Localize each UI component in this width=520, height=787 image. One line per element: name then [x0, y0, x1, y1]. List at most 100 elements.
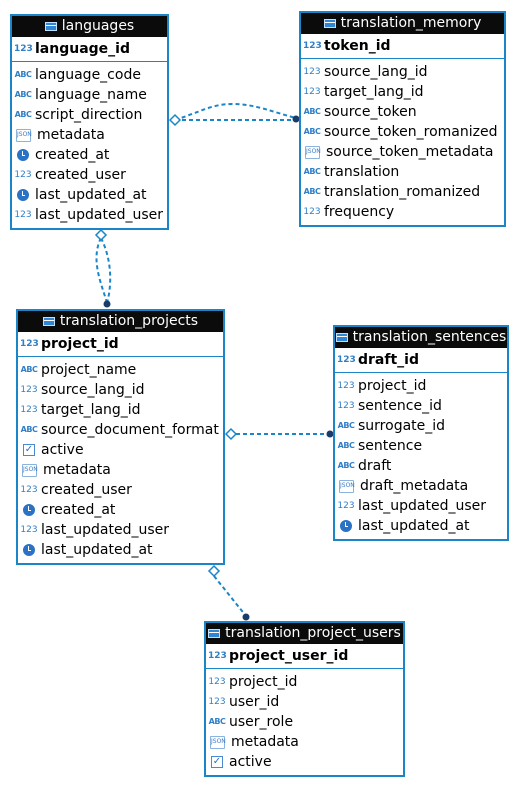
- primary-key-row[interactable]: 123 language_id: [12, 37, 167, 62]
- text-type-icon: ABC: [20, 365, 38, 374]
- column-row[interactable]: last_updated_at: [12, 185, 167, 205]
- column-label: metadata: [37, 127, 105, 143]
- number-type-icon: 123: [208, 697, 226, 707]
- number-type-icon: 123: [303, 67, 321, 77]
- column-label: surrogate_id: [358, 418, 446, 434]
- table-translation-project-users[interactable]: translation_project_users 123 project_us…: [204, 621, 405, 777]
- number-type-icon: 123: [20, 485, 38, 495]
- number-type-icon: 123: [208, 677, 226, 687]
- number-key-icon: 123: [14, 44, 33, 54]
- column-row[interactable]: last_updated_at: [18, 540, 223, 560]
- relation-endpoint-icon: [103, 300, 111, 308]
- table-title: translation_sentences: [352, 329, 507, 345]
- column-label: created_at: [35, 147, 110, 163]
- relation-languages-translation-memory: [174, 102, 297, 121]
- column-label: target_lang_id: [41, 402, 141, 418]
- column-label: frequency: [324, 204, 395, 220]
- primary-key-row[interactable]: 123 project_user_id: [206, 644, 403, 669]
- relation-diamond-icon: [224, 427, 238, 441]
- column-row[interactable]: created_at: [12, 145, 167, 165]
- column-row[interactable]: ✓ active: [206, 752, 403, 772]
- table-header[interactable]: translation_memory: [301, 13, 504, 34]
- primary-key-row[interactable]: 123 draft_id: [335, 348, 507, 373]
- column-label: created_user: [41, 482, 132, 498]
- column-label: active: [41, 442, 84, 458]
- table-header[interactable]: translation_sentences: [335, 327, 507, 348]
- table-icon: [208, 629, 221, 638]
- table-title: translation_memory: [340, 15, 482, 31]
- column-label: last_updated_user: [358, 498, 487, 514]
- number-type-icon: 123: [20, 385, 38, 395]
- relation-languages-translation-projects: [95, 237, 108, 304]
- column-label: metadata: [231, 734, 299, 750]
- checkbox-icon: ✓: [211, 756, 223, 768]
- column-label: last_updated_at: [358, 518, 470, 534]
- text-type-icon: ABC: [303, 107, 321, 116]
- table-header[interactable]: translation_projects: [18, 311, 223, 332]
- column-label: project_name: [41, 362, 137, 378]
- table-header[interactable]: languages: [12, 16, 167, 37]
- text-type-icon: ABC: [208, 717, 226, 726]
- primary-key-row[interactable]: 123 token_id: [301, 34, 504, 59]
- column-label: project_id: [229, 674, 298, 690]
- column-label: script_direction: [35, 107, 143, 123]
- column-label: source_token: [324, 104, 417, 120]
- column-label: created_user: [35, 167, 126, 183]
- column-label: language_id: [35, 41, 130, 57]
- text-type-icon: ABC: [303, 167, 321, 176]
- primary-key-row[interactable]: 123 project_id: [18, 332, 223, 357]
- column-row[interactable]: last_updated_at: [335, 516, 507, 536]
- column-label: active: [229, 754, 272, 770]
- number-type-icon: 123: [303, 87, 321, 97]
- column-label: last_updated_user: [35, 207, 164, 223]
- text-type-icon: ABC: [14, 70, 32, 79]
- table-header[interactable]: translation_project_users: [206, 623, 403, 644]
- column-row[interactable]: created_at: [18, 500, 223, 520]
- column-label: sentence: [358, 438, 423, 454]
- column-label: token_id: [324, 38, 391, 54]
- checkbox-icon: ✓: [23, 444, 35, 456]
- table-title: translation_project_users: [225, 625, 401, 641]
- text-type-icon: ABC: [303, 127, 321, 136]
- column-label: language_code: [35, 67, 141, 83]
- clock-icon: [340, 520, 352, 532]
- column-row[interactable]: ✓ active: [18, 440, 223, 460]
